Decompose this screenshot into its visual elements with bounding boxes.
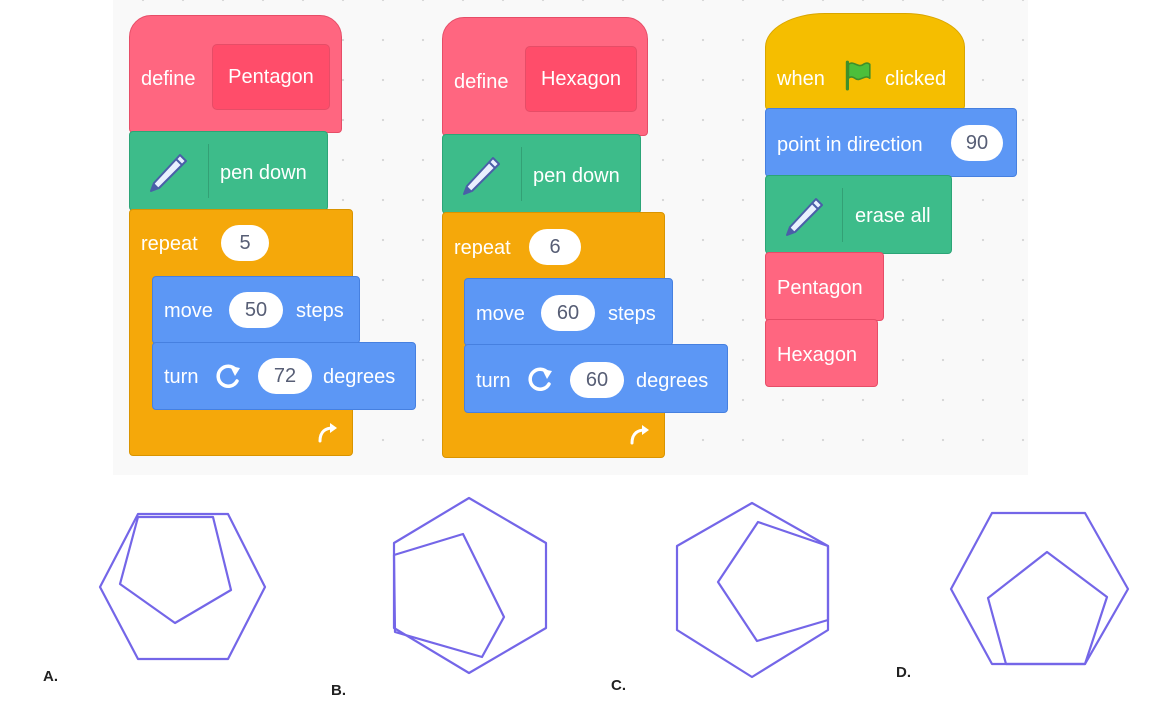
option-b-pentagon [392, 532, 506, 659]
turn-label: turn [476, 370, 511, 392]
clicked-label: clicked [885, 68, 947, 90]
option-a-hexagon [98, 512, 267, 661]
option-a-pentagon [118, 515, 233, 625]
rotate-right-icon [528, 367, 552, 391]
repeat-label: repeat [454, 237, 511, 259]
erase-all-label: erase all [855, 205, 931, 227]
when-flag-clicked-block[interactable]: when clicked [765, 13, 965, 110]
define-pentagon-block[interactable]: define Pentagon [129, 15, 342, 133]
steps-label: steps [296, 300, 344, 322]
erase-all-block[interactable]: erase all [765, 175, 952, 254]
pen-down-block[interactable]: pen down [129, 131, 328, 211]
option-d-label: D. [896, 664, 911, 681]
move-label: move [476, 303, 525, 325]
degrees-label: degrees [323, 366, 396, 388]
point-in-direction-block[interactable]: point in direction 90 [765, 108, 1017, 177]
turn-block[interactable]: turn 72 degrees [152, 342, 416, 410]
repeat-count-input[interactable]: 6 [529, 229, 581, 265]
repeat-count-input[interactable]: 5 [221, 225, 269, 261]
move-steps-input[interactable]: 50 [229, 292, 283, 328]
rotate-right-icon [216, 364, 240, 388]
option-b-hexagon [392, 496, 548, 675]
option-c-label: C. [611, 677, 626, 694]
move-label: move [164, 300, 213, 322]
option-c-pentagon [716, 520, 830, 643]
turn-degrees-input[interactable]: 60 [570, 362, 624, 398]
call-hexagon-label: Hexagon [777, 344, 858, 366]
degrees-label: degrees [636, 370, 709, 392]
pen-icon [463, 157, 500, 195]
repeat-label: repeat [141, 233, 198, 255]
option-b-label: B. [331, 682, 346, 699]
move-block[interactable]: move 50 steps [152, 276, 360, 344]
steps-label: steps [608, 303, 656, 325]
option-d-pentagon [986, 550, 1109, 666]
option-d-hexagon [949, 511, 1130, 666]
define-label: define [454, 71, 509, 93]
call-hexagon-block[interactable]: Hexagon [765, 319, 878, 387]
pen-icon [150, 154, 187, 192]
proc-name-hexagon: Hexagon [525, 46, 637, 112]
point-in-direction-label: point in direction [777, 134, 923, 156]
when-label: when [777, 68, 825, 90]
green-flag-icon [845, 60, 871, 91]
option-a-label: A. [43, 668, 58, 685]
pen-icon [786, 198, 823, 236]
loop-arrow-icon [318, 423, 337, 443]
move-block[interactable]: move 60 steps [464, 278, 673, 346]
turn-label: turn [164, 366, 199, 388]
define-label: define [141, 68, 196, 90]
pen-down-label: pen down [220, 162, 307, 184]
proc-name-pentagon: Pentagon [212, 44, 330, 110]
direction-input[interactable]: 90 [951, 125, 1003, 161]
pen-down-label: pen down [533, 165, 620, 187]
pen-down-block[interactable]: pen down [442, 134, 641, 214]
call-pentagon-block[interactable]: Pentagon [765, 252, 884, 321]
turn-block[interactable]: turn 60 degrees [464, 344, 728, 413]
call-pentagon-label: Pentagon [777, 277, 863, 299]
move-steps-input[interactable]: 60 [541, 295, 595, 331]
option-c-hexagon [675, 501, 830, 679]
define-hexagon-block[interactable]: define Hexagon [442, 17, 648, 136]
loop-arrow-icon [630, 425, 649, 445]
turn-degrees-input[interactable]: 72 [258, 358, 312, 394]
